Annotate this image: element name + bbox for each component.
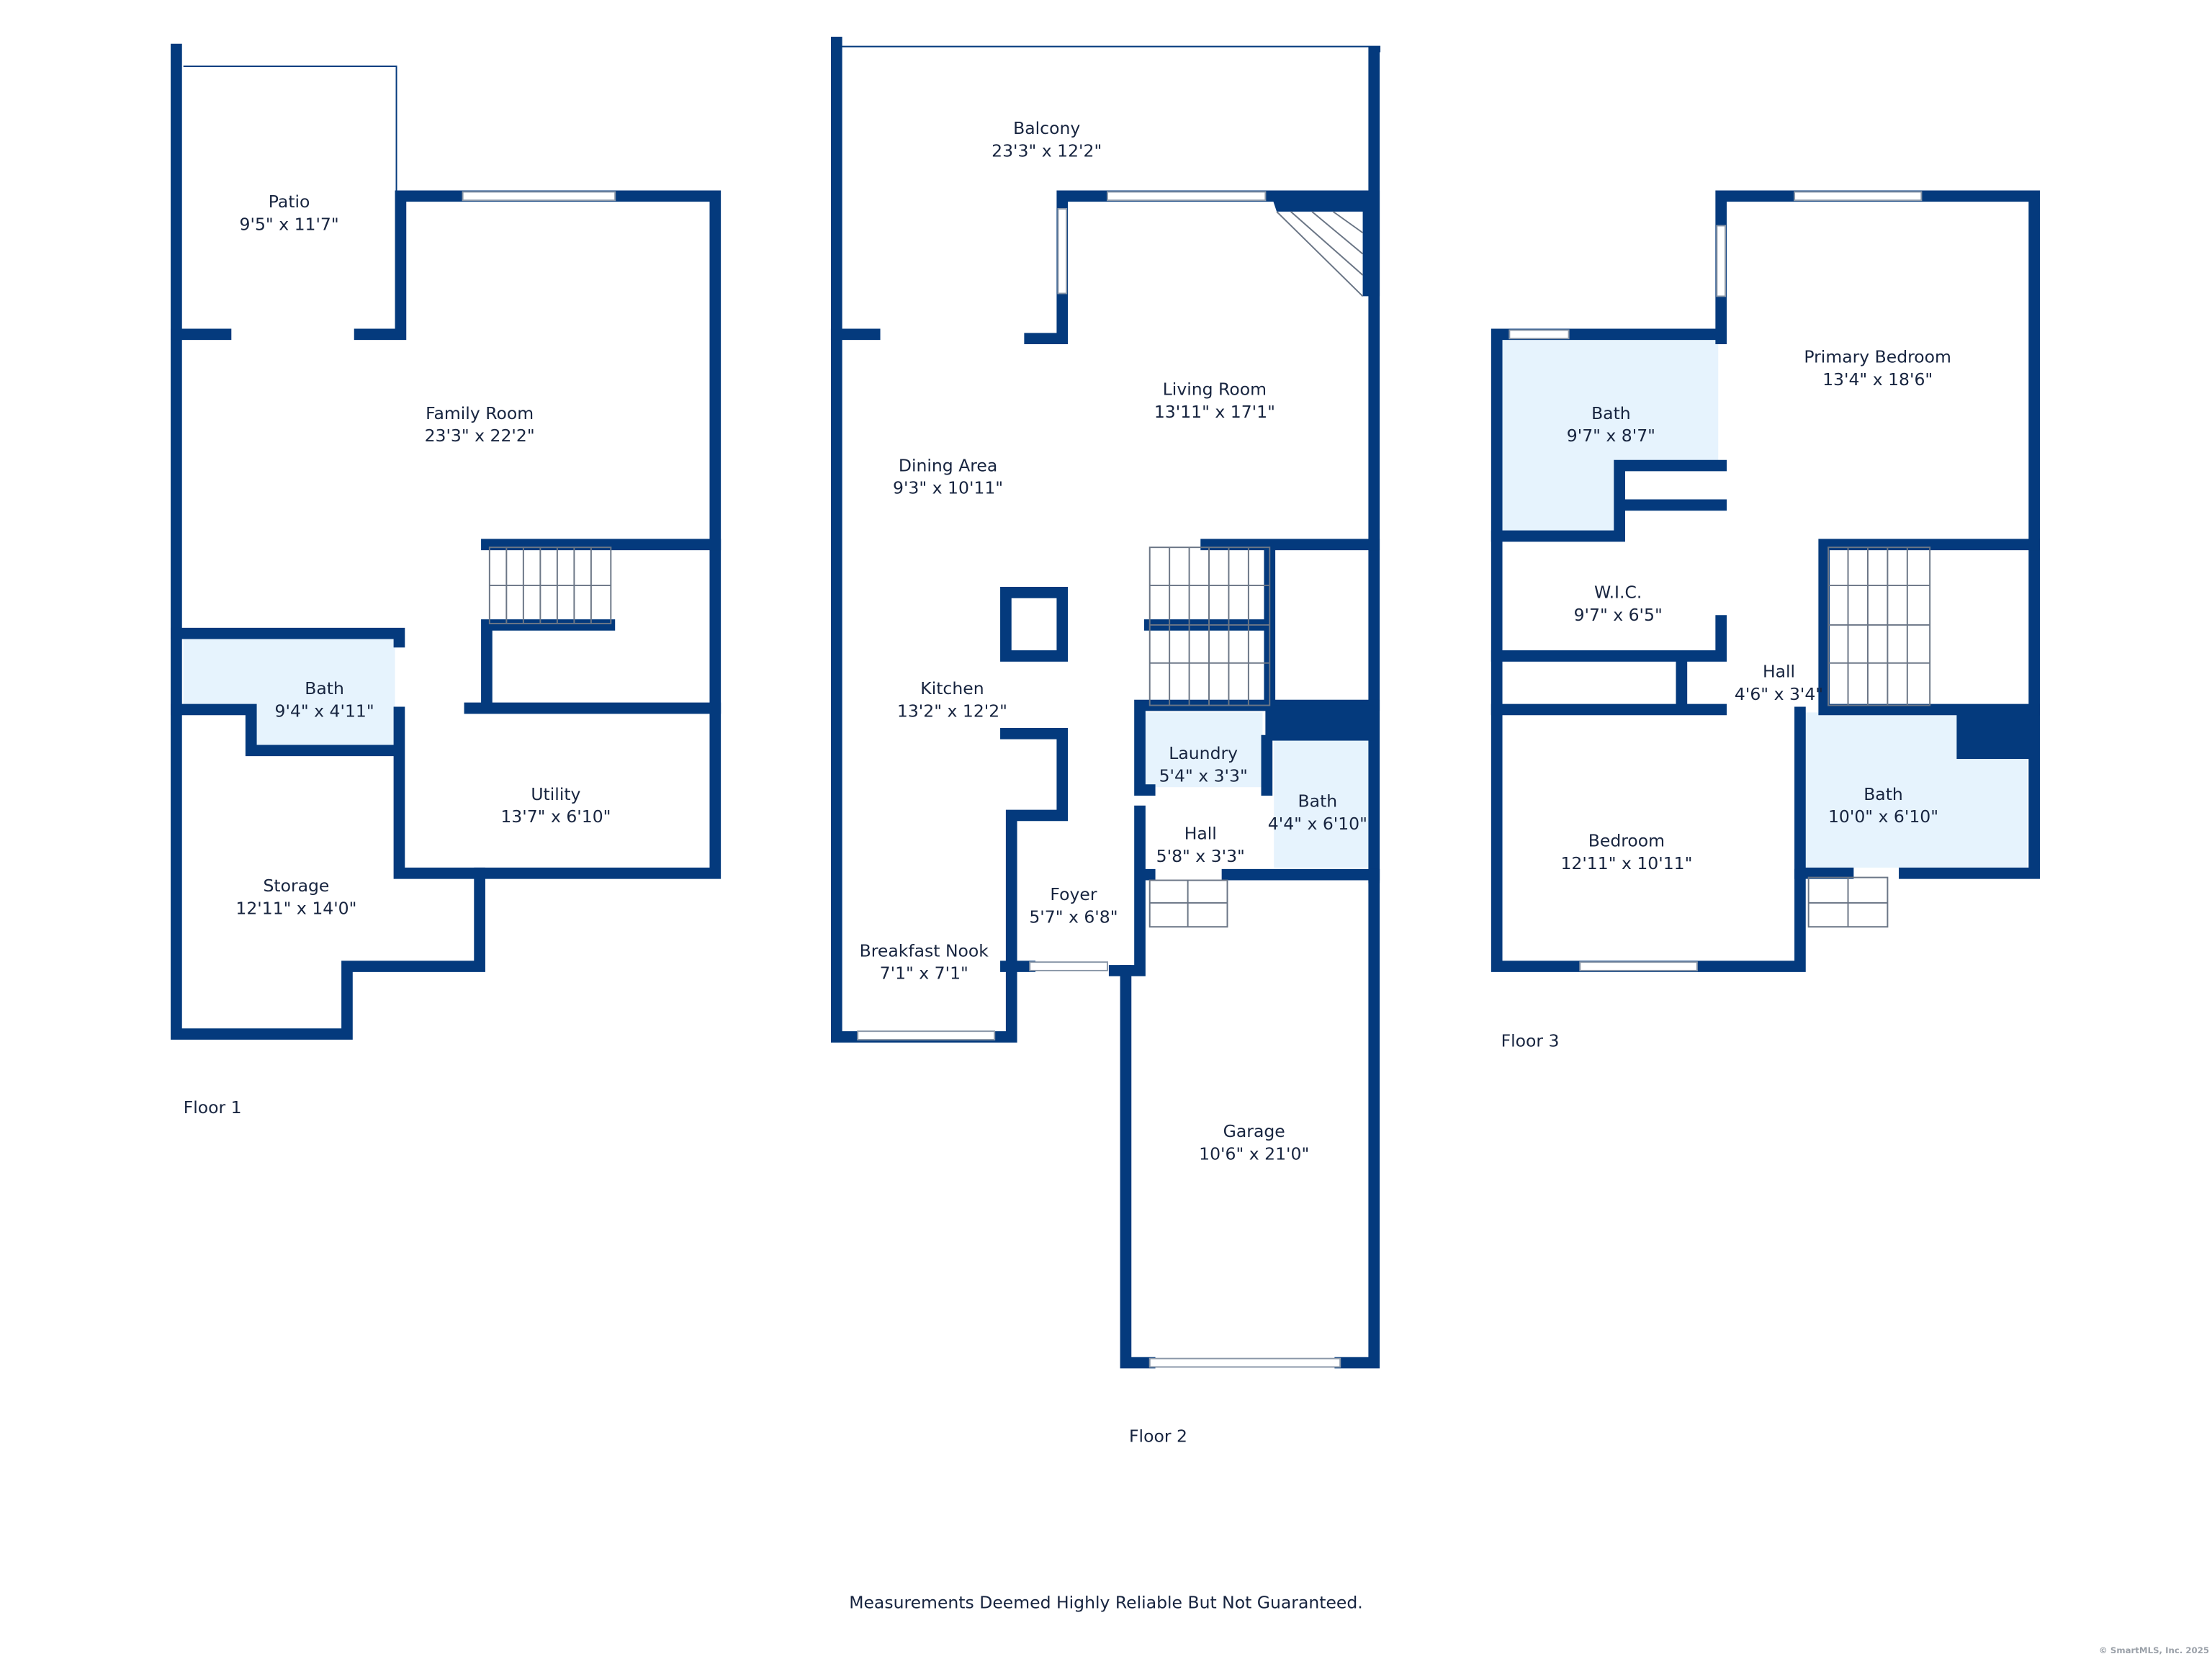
window: [1579, 961, 1698, 971]
wall: [1120, 868, 1380, 1369]
room-name: Dining Area: [899, 455, 997, 475]
window: [462, 191, 616, 202]
wall: [171, 43, 485, 1040]
room-name: Storage: [263, 876, 329, 896]
room-name: W.I.C.: [1594, 583, 1642, 603]
wall: [171, 190, 721, 879]
room-size: 4'4" x 6'10": [1268, 814, 1367, 834]
stairs: [1807, 547, 1931, 928]
copyright: © SmartMLS, Inc. 2025: [2099, 1645, 2209, 1655]
window: [1106, 191, 1267, 202]
wall: [1491, 459, 1727, 716]
room-size: 23'3" x 12'2": [992, 140, 1102, 161]
balcony-outline: [836, 45, 1381, 53]
garage-door: [1148, 1357, 1341, 1368]
room-name: Bath: [1298, 791, 1338, 811]
disclaimer: Measurements Deemed Highly Reliable But …: [849, 1592, 1363, 1612]
room-name: Breakfast Nook: [860, 940, 989, 961]
room-size: 5'4" x 3'3": [1159, 765, 1248, 786]
floor-3-plan: [1491, 190, 2040, 972]
window: [1794, 191, 1923, 202]
room-size: 13'4" x 18'6": [1822, 369, 1933, 390]
room-size: 9'3" x 10'11": [893, 478, 1003, 498]
bath-fill: [183, 639, 395, 707]
room-size: 5'7" x 6'8": [1029, 907, 1118, 927]
laundry-fill: [1142, 712, 1263, 788]
room-size: 12'11" x 10'11": [1560, 853, 1692, 873]
room-name: Family Room: [426, 403, 534, 423]
room-name: Patio: [269, 192, 310, 212]
room-size: 5'8" x 3'3": [1156, 846, 1245, 866]
stairs: [488, 547, 612, 624]
room-size: 23'3" x 22'2": [425, 426, 535, 446]
floor-label: Floor 2: [1129, 1426, 1187, 1446]
window: [857, 1030, 996, 1040]
room-size: 12'11" x 14'0": [235, 899, 356, 919]
room-name: Laundry: [1169, 743, 1238, 763]
wall: [1000, 734, 1380, 976]
window: [1716, 225, 1727, 297]
room-size: 9'7" x 8'7": [1567, 426, 1655, 446]
bath-fill: [1502, 458, 1620, 534]
patio-outline: [183, 66, 397, 194]
wall: [830, 36, 1069, 1043]
room-name: Living Room: [1163, 379, 1267, 400]
room-size: 10'6" x 21'0": [1199, 1143, 1309, 1164]
bath-fill: [1502, 340, 1719, 464]
room-size: 10'0" x 6'10": [1828, 806, 1938, 827]
room-size: 13'2" x 12'2": [897, 701, 1007, 721]
door: [1029, 961, 1108, 971]
stairs: [1148, 547, 1271, 928]
room-name: Hall: [1763, 661, 1795, 681]
room-name: Bath: [1591, 403, 1631, 423]
room-name: Primary Bedroom: [1804, 347, 1951, 367]
room-name: Hall: [1184, 824, 1217, 844]
room-name: Bedroom: [1588, 831, 1665, 851]
room-size: 7'1" x 7'1": [880, 963, 968, 984]
bath-fill: [253, 705, 395, 748]
room-name: Balcony: [1013, 118, 1080, 138]
room-size: 9'4" x 4'11": [275, 701, 374, 721]
room-name: Garage: [1223, 1121, 1285, 1141]
room-name: Bath: [1863, 784, 1903, 804]
room-name: Utility: [531, 784, 580, 804]
wall: [1956, 709, 2035, 760]
window: [1509, 329, 1570, 340]
wall: [171, 627, 405, 757]
wall: [464, 539, 721, 714]
kitchen-island: [1000, 587, 1069, 662]
floor-label: Floor 3: [1501, 1031, 1560, 1051]
wall: [1269, 190, 1380, 297]
room-size: 4'6" x 3'4": [1735, 684, 1823, 704]
room-name: Bath: [305, 678, 344, 698]
room-size: 9'5" x 11'7": [240, 214, 339, 234]
room-size: 9'7" x 6'5": [1574, 605, 1663, 625]
bath-fill: [1274, 740, 1369, 868]
room-size: 13'7" x 6'10": [500, 806, 611, 827]
stairs: [1276, 211, 1364, 297]
floor-label: Floor 1: [184, 1097, 242, 1118]
room-name: Kitchen: [920, 678, 984, 698]
floor-2-plan: [830, 36, 1381, 1369]
room-name: Foyer: [1050, 884, 1097, 904]
room-size: 13'11" x 17'1": [1154, 402, 1275, 422]
wall: [1265, 705, 1375, 741]
window: [1057, 207, 1068, 295]
floor-1-plan: [171, 43, 721, 1040]
